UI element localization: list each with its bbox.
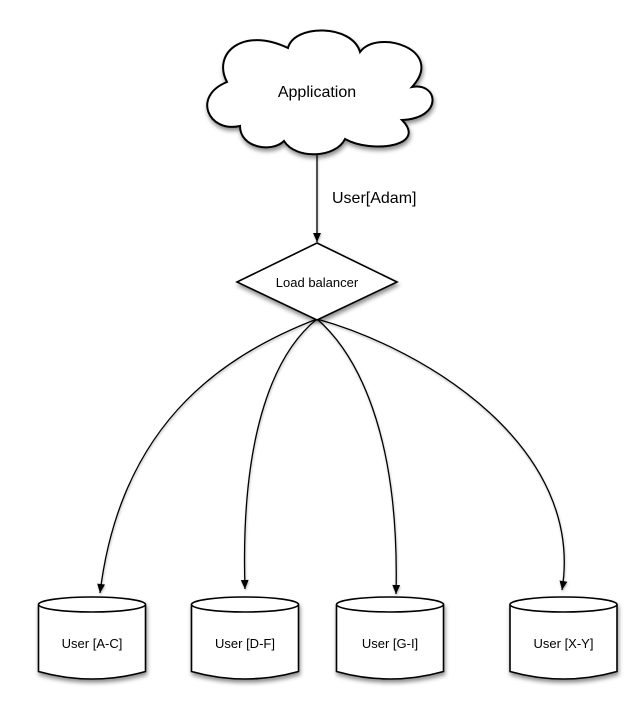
cylinder-top	[190, 596, 300, 613]
shard-node-g-i	[335, 596, 445, 680]
load-balancer-node	[235, 242, 399, 321]
cylinder-body	[190, 604, 300, 680]
shard-label-d-f: User [D-F]	[215, 636, 275, 651]
cylinder-top	[509, 596, 618, 613]
application-label: Application	[278, 84, 356, 101]
shard-node-d-f	[190, 596, 300, 680]
cylinder-body	[509, 604, 618, 680]
edges-group	[97, 152, 568, 595]
shard-label-g-i: User [G-I]	[362, 636, 418, 651]
edge-load-balancer-to-shard-x-y	[316, 318, 568, 591]
edge-load-balancer-to-shard-d-f	[240, 318, 318, 590]
edge-load-balancer-to-shard-g-i	[316, 318, 401, 595]
request-edge-label: User[Adam]	[332, 190, 416, 207]
cylinder-body	[335, 604, 445, 680]
shard-label-x-y: User [X-Y]	[534, 636, 594, 651]
cylinder-top	[37, 596, 147, 613]
load-balancer-label: Load balancer	[276, 275, 359, 290]
application-cloud-node	[206, 29, 434, 156]
cylinder-top	[335, 596, 445, 613]
edge-load-balancer-to-shard-a-c	[97, 318, 318, 594]
shard-node-a-c	[37, 596, 147, 680]
shard-node-x-y	[509, 596, 618, 680]
cylinder-body	[37, 604, 147, 680]
diamond-icon	[235, 242, 399, 321]
cloud-icon	[206, 29, 434, 156]
shard-label-a-c: User [A-C]	[62, 636, 123, 651]
